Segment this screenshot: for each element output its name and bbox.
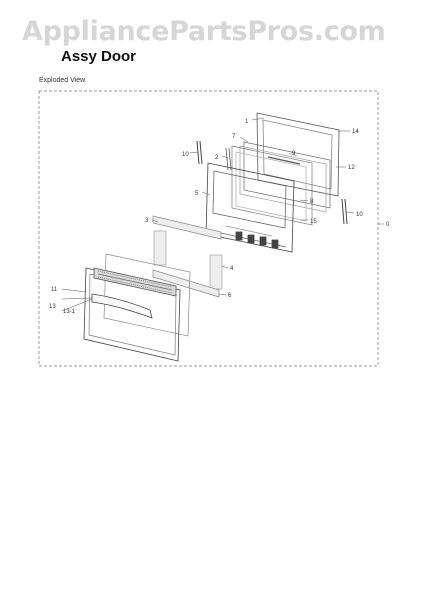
callout-4: 4 [230,266,234,272]
part-inner-door [205,162,295,253]
part-insulation-right [209,254,223,290]
part-hinge-right [341,198,348,225]
exploded-view-label: Exploded View [39,77,86,84]
part-back-frame [256,112,340,197]
callout-9: 9 [292,151,296,157]
watermark-logo: AppliancePartsPros.com [22,16,386,47]
callout-14: 14 [352,129,359,135]
page-title: Assy Door [61,48,137,65]
callout-3: 3 [145,218,149,224]
part-outer-door [83,267,181,362]
callout-8: 8 [310,199,314,205]
callout-6: 6 [228,293,232,299]
callout-15: 15 [310,219,317,225]
leader-lines [61,117,384,312]
callout-5: 5 [195,191,199,197]
assembly-boundary [38,90,379,367]
callout-13: 13 [49,304,56,310]
part-insulation-top [152,215,222,240]
callout-12: 12 [348,165,355,171]
part-hinge [225,147,232,171]
part-insulation-left [153,230,167,266]
part-middle-glass [231,145,313,226]
callout-11: 11 [51,287,58,293]
part-insulation-bottom [152,269,220,298]
callout-7: 7 [232,134,236,140]
part-inner-glass [239,141,331,213]
callout-13-1: 13-1 [63,309,76,315]
part-bracket [267,156,301,165]
part-outer-glass [103,253,191,337]
callout-10-right: 10 [356,212,363,218]
callout-10-left: 10 [182,152,189,158]
callout-assembly: 0 [386,222,390,228]
part-hinge-left [196,140,203,165]
part-handle [91,293,153,319]
callout-2: 2 [215,155,219,161]
callout-1: 1 [245,119,249,125]
